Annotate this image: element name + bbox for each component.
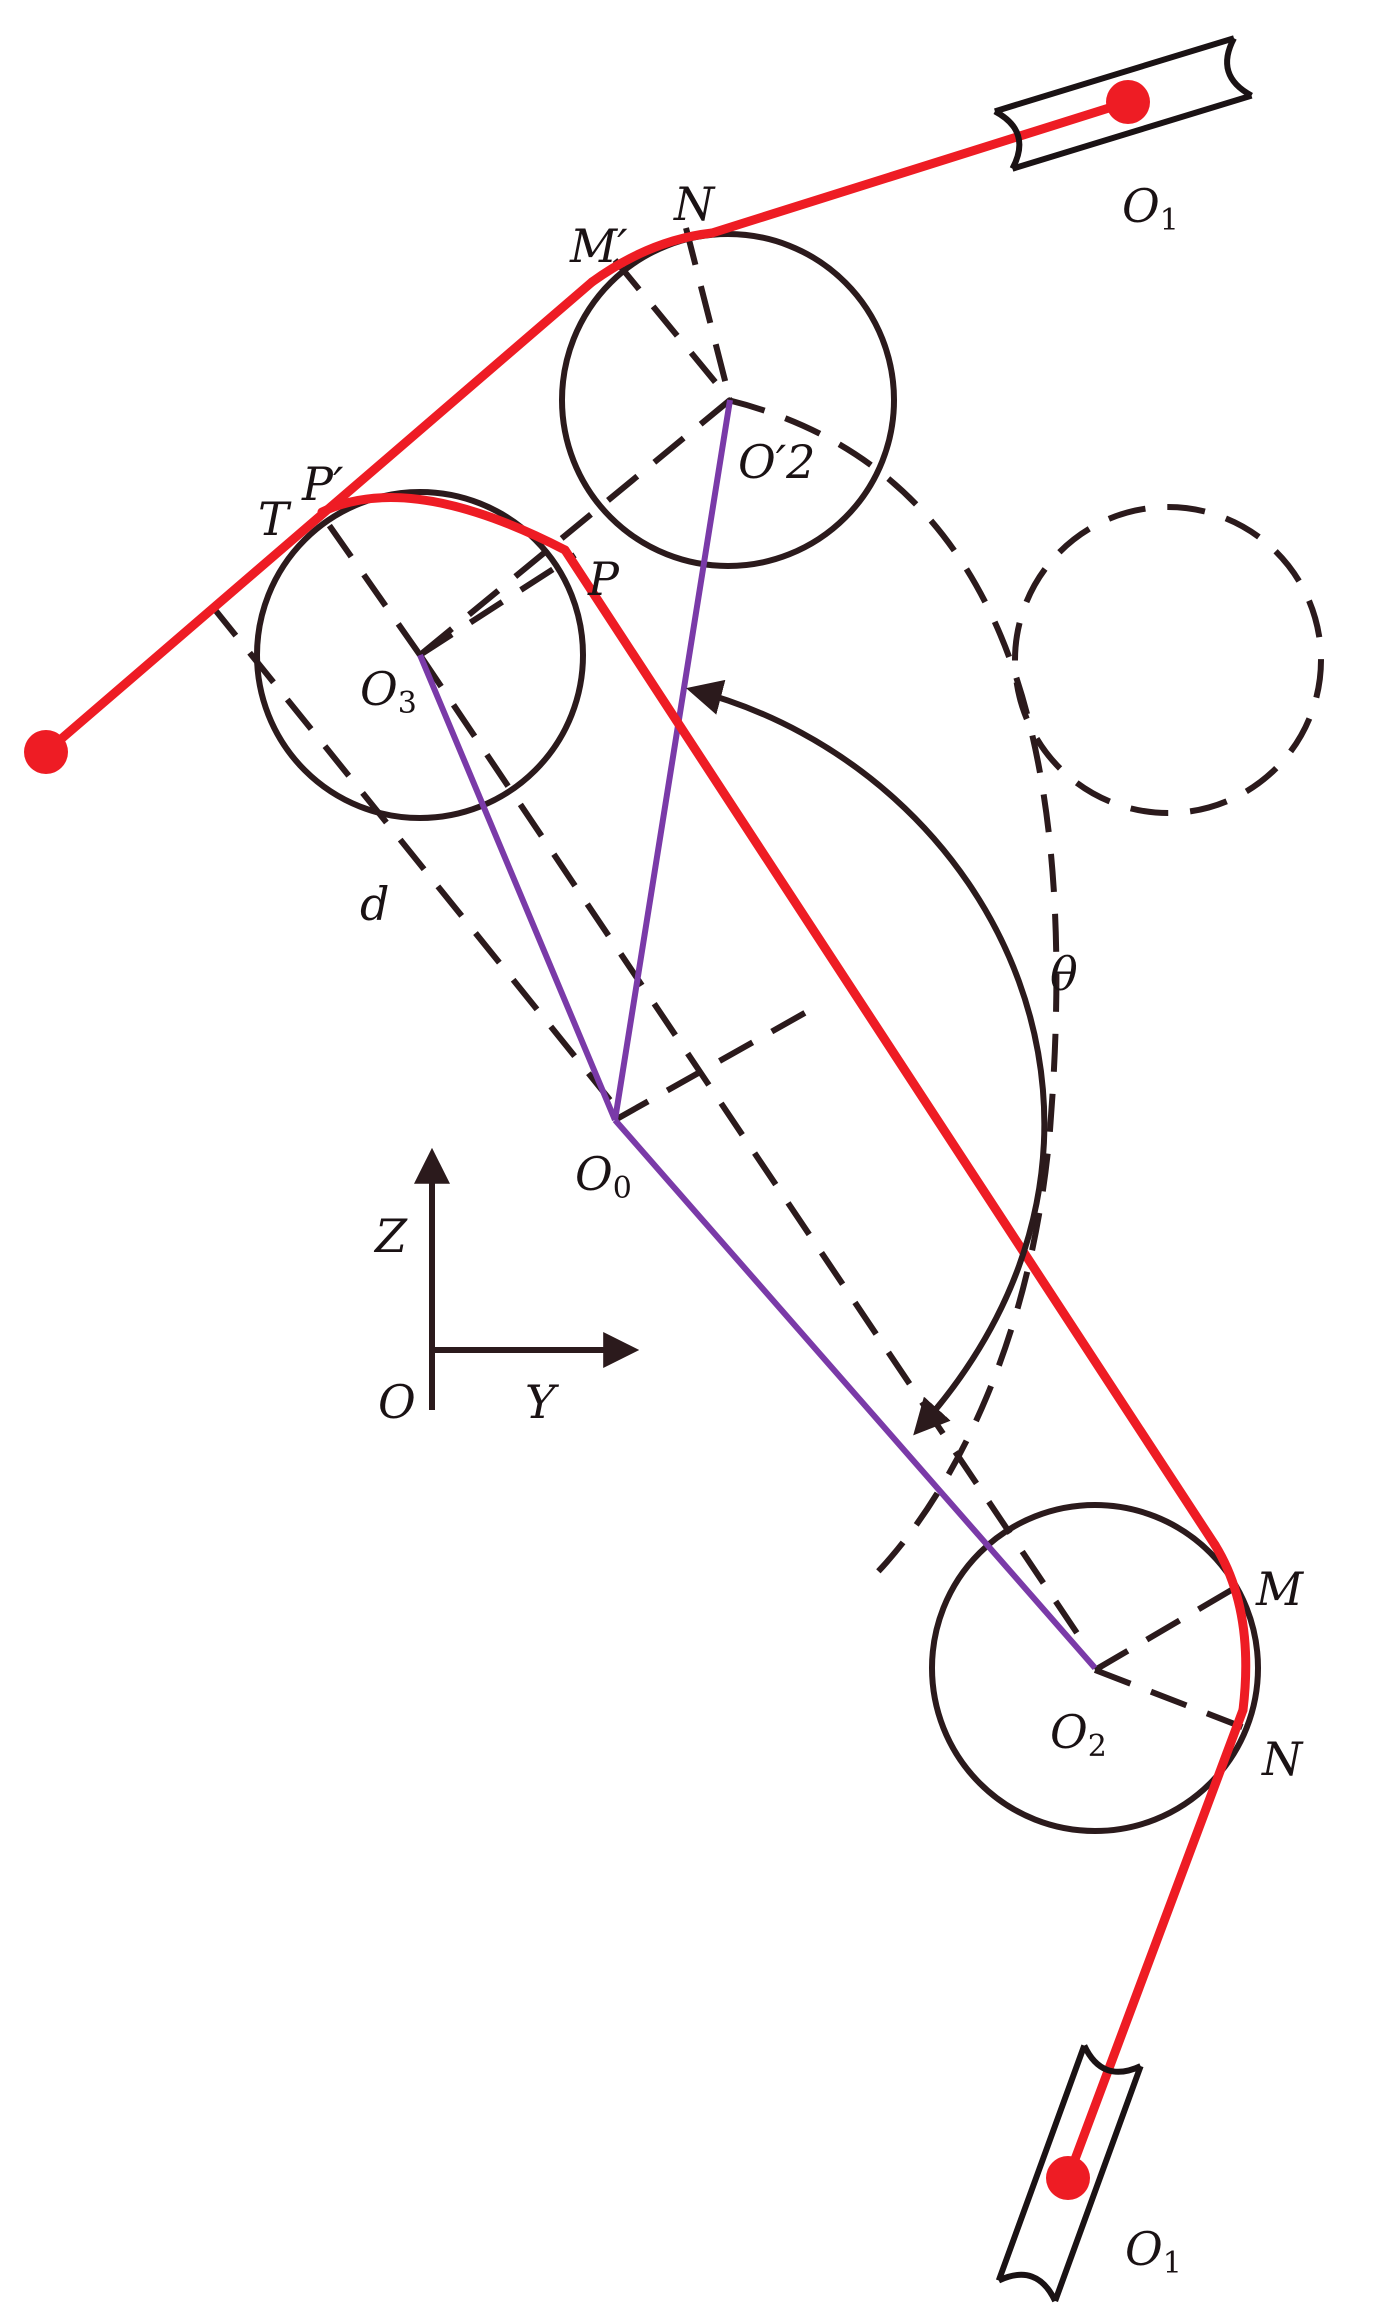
- label-p: P: [587, 552, 620, 606]
- anchor-dots: [24, 80, 1150, 2200]
- label-n-top: N: [673, 177, 716, 231]
- label-n-bottom: N: [1261, 1732, 1304, 1786]
- sweep-arc: [727, 397, 1060, 1583]
- label-o1-top: O1: [1122, 179, 1179, 238]
- label-o2: O2: [1050, 1705, 1107, 1764]
- label-m-prime: M′: [569, 219, 628, 273]
- label-theta: θ: [1050, 947, 1078, 1001]
- cable-n-to-mprime: [587, 228, 717, 287]
- label-m: M: [1255, 1562, 1305, 1616]
- pulley-o2: [929, 1502, 1261, 1834]
- radial-o2-to-m: [1093, 1582, 1242, 1673]
- label-t: T: [258, 492, 292, 546]
- label-o3: O3: [360, 662, 417, 721]
- anchor-o1-bottom: [1046, 2156, 1090, 2200]
- label-o2-prime: O′2: [738, 435, 815, 489]
- guide-tube-bottom: [995, 2044, 1144, 2303]
- cable-n-to-bottom-o1: [1063, 1705, 1248, 2183]
- label-o: O: [378, 1375, 416, 1429]
- label-z: Z: [373, 1209, 408, 1263]
- cables: [41, 97, 1251, 2183]
- radial-o2p-to-mprime: [612, 258, 733, 402]
- cable-pprime-to-p: [317, 493, 570, 555]
- coordinate-axes: [414, 1147, 640, 1410]
- cable-m-to-n: [1210, 1540, 1251, 1715]
- label-d: d: [360, 877, 389, 931]
- offset-line-left: [209, 604, 613, 1102]
- link-o0-o2: [612, 1118, 1098, 1670]
- label-o0: O0: [575, 1147, 632, 1206]
- perpendicular-o0: [613, 1007, 812, 1123]
- construction-lines: [209, 227, 1324, 1733]
- cable-p-to-m: [560, 545, 1220, 1550]
- pulleys: [254, 231, 1261, 1834]
- radial-o2p-to-n: [683, 227, 733, 401]
- link-o0-o3: [417, 653, 618, 1122]
- pulley-o3: [254, 489, 586, 821]
- theta-rotation-arc: [686, 679, 1048, 1436]
- line-o3-to-p: [418, 552, 577, 658]
- radial-o2-to-n: [1093, 1667, 1252, 1733]
- offset-line-right: [417, 653, 1086, 1644]
- label-p-prime: P′: [301, 457, 344, 511]
- guide-tube-top: [993, 35, 1254, 172]
- intermediate-pulley-circle: [1012, 504, 1324, 816]
- labels: O1 N M′ O′2 T P′ P O3 d θ O0 Z O Y M O2 …: [258, 177, 1305, 2281]
- anchor-o1-top: [1106, 80, 1150, 124]
- cable-mprime-to-left-anchor: [41, 277, 597, 757]
- label-o1-bottom: O1: [1125, 2222, 1182, 2281]
- pulley-o2-prime: [559, 231, 897, 569]
- line-o2p-to-o3: [418, 397, 732, 658]
- label-y: Y: [525, 1375, 560, 1429]
- guide-tubes: [993, 35, 1254, 2303]
- anchor-left: [24, 730, 68, 774]
- radial-o3-to-pprime: [319, 513, 423, 657]
- cable-top-o1-to-n: [707, 97, 1133, 238]
- link-o0-o2-prime: [612, 399, 733, 1121]
